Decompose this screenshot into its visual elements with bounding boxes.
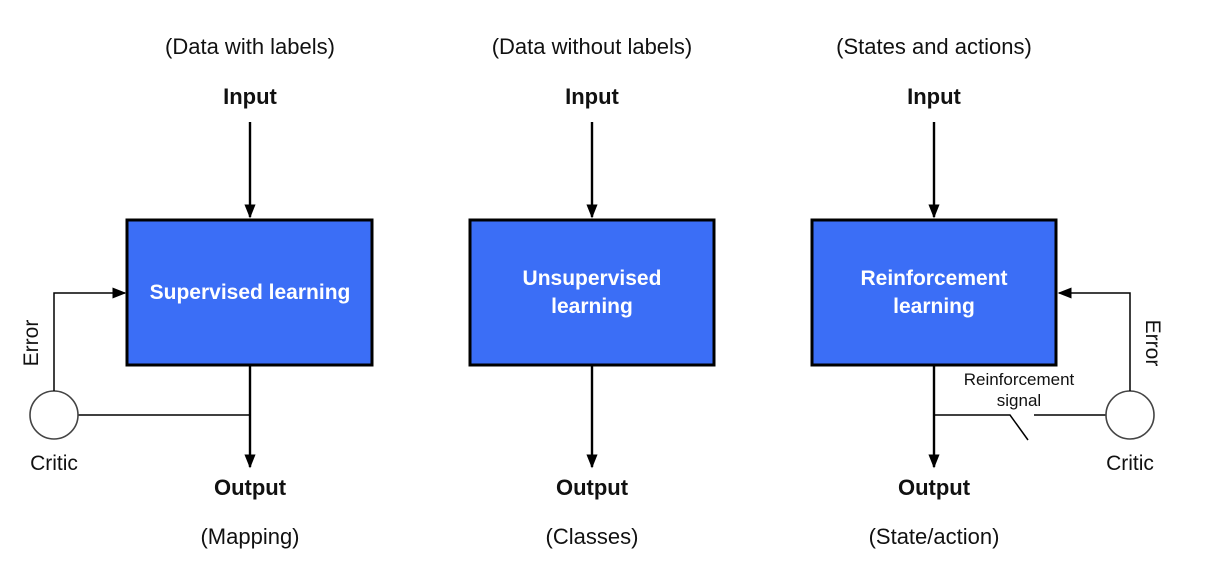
reinforcement-error-label: Error <box>1141 320 1164 367</box>
reinforcement-result: (State/action) <box>869 524 1000 549</box>
unsupervised-output-label: Output <box>556 475 629 500</box>
supervised-note: (Data with labels) <box>165 34 335 59</box>
unsupervised-input-label: Input <box>565 84 619 109</box>
panel-supervised: (Data with labels) Input Supervised lear… <box>20 34 374 549</box>
supervised-result: (Mapping) <box>200 524 299 549</box>
reinforcement-input-label: Input <box>907 84 961 109</box>
reinforcement-critic-circle <box>1105 390 1155 440</box>
supervised-input-label: Input <box>223 84 277 109</box>
reinforcement-error-feedback-arrow <box>1057 287 1131 391</box>
reinforcement-output-label: Output <box>898 475 971 500</box>
reinforcement-signal-switch <box>934 414 1029 441</box>
unsupervised-learning-box <box>468 218 716 367</box>
supervised-error-label: Error <box>20 320 43 367</box>
reinforcement-critic-label: Critic <box>1106 452 1154 475</box>
panel-unsupervised: (Data without labels) Input Unsupervised… <box>468 34 716 549</box>
supervised-critic-circle <box>29 390 79 440</box>
unsupervised-box-label-line2: learning <box>551 295 633 318</box>
reinforcement-box-label-line2: learning <box>893 295 975 318</box>
supervised-box-label: Supervised learning <box>150 281 351 304</box>
supervised-error-feedback-arrow <box>53 287 127 391</box>
supervised-critic-label: Critic <box>30 452 78 475</box>
reinforcement-note: (States and actions) <box>836 34 1032 59</box>
reinforcement-signal-label-line2: signal <box>997 391 1041 410</box>
panel-reinforcement: (States and actions) Input Reinforcement… <box>810 34 1164 549</box>
unsupervised-result: (Classes) <box>546 524 639 549</box>
supervised-output-label: Output <box>214 475 287 500</box>
unsupervised-box-label-line1: Unsupervised <box>523 267 662 290</box>
reinforcement-signal-label-line1: Reinforcement <box>964 370 1075 389</box>
reinforcement-box-label-line1: Reinforcement <box>860 267 1007 290</box>
reinforcement-learning-box <box>810 218 1058 367</box>
unsupervised-note: (Data without labels) <box>492 34 693 59</box>
